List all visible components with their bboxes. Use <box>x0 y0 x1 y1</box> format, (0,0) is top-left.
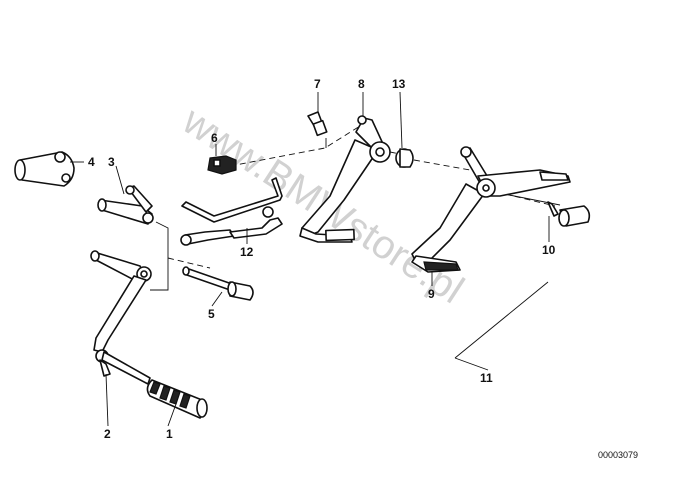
part-10-pivot-bolt <box>547 201 591 227</box>
part-7-bolt <box>307 111 328 137</box>
callout-12: 12 <box>240 245 254 259</box>
diagram-reference-number: 00003079 <box>598 450 638 460</box>
part-12-adjuster <box>180 206 283 246</box>
callout-4: 4 <box>88 155 95 169</box>
callout-6: 6 <box>211 131 218 145</box>
callout-labels: 1 2 3 4 5 6 7 8 9 10 11 12 13 <box>88 77 556 441</box>
callout-9: 9 <box>428 287 435 301</box>
callout-2: 2 <box>104 427 111 441</box>
callout-5: 5 <box>208 307 215 321</box>
callout-11: 11 <box>480 371 493 385</box>
part-13-bush <box>395 148 414 168</box>
part-5-bolt <box>182 266 254 301</box>
callout-3: 3 <box>108 155 115 169</box>
callout-10: 10 <box>542 243 556 257</box>
linkage-rod <box>181 177 283 223</box>
part-9-foot-lever <box>411 146 571 273</box>
part-2-shift-lever <box>90 250 152 385</box>
callout-leaders <box>70 91 550 427</box>
part-1-peg-rubber <box>146 379 208 419</box>
part-4-shaft <box>14 151 75 187</box>
callout-1: 1 <box>166 427 173 441</box>
callout-8: 8 <box>358 77 365 91</box>
callout-13: 13 <box>392 77 406 91</box>
part-3-bracket <box>97 185 154 225</box>
part-8-lever <box>299 115 391 243</box>
part-6-clip <box>207 155 237 175</box>
callout-7: 7 <box>314 77 321 91</box>
